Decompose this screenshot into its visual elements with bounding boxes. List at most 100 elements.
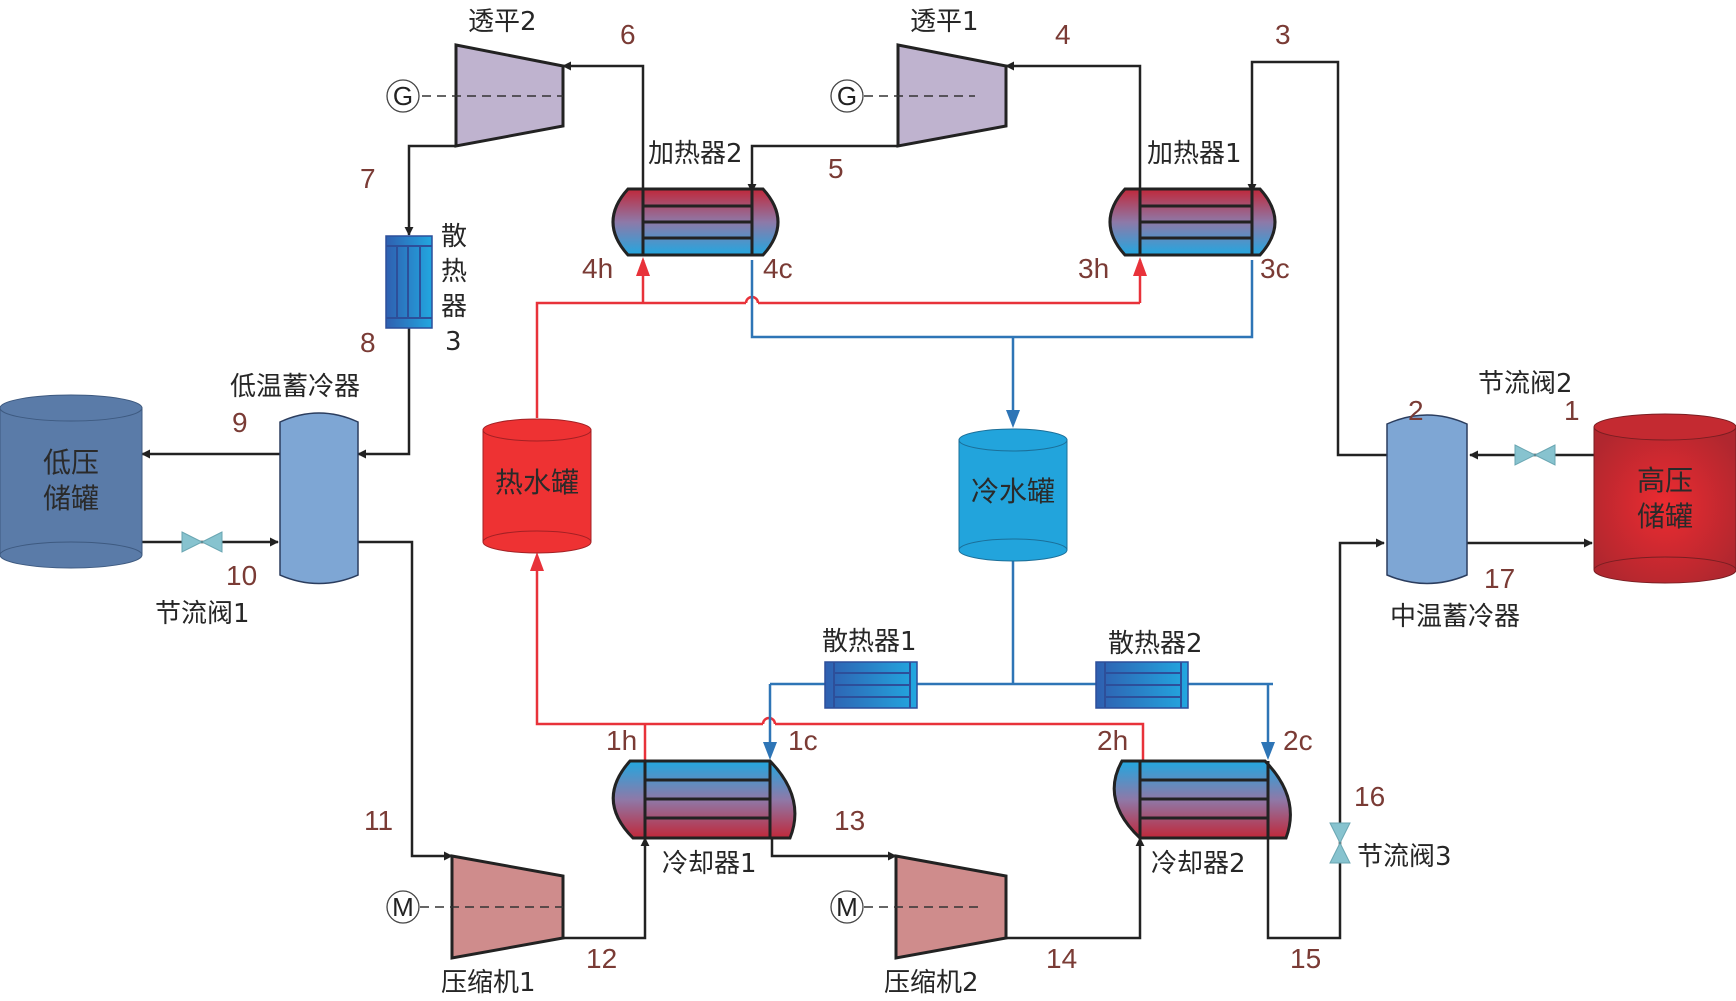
state-point-13: 13 [834,805,865,836]
state-point-15: 15 [1290,943,1321,974]
pipe-15-16 [1266,538,1385,940]
compressor-1-label: 压缩机1 [441,968,536,998]
state-point-8: 8 [360,327,376,358]
radiator-2[interactable] [1095,661,1189,709]
state-point-16: 16 [1354,781,1385,812]
turbine-2[interactable]: G [386,43,565,148]
motor-symbol: M [392,892,414,922]
turbine-1[interactable]: G [830,43,1008,148]
cold-water-return [750,260,1254,420]
tank-label-line1: 低压 [43,446,99,479]
state-point-6: 6 [620,19,636,50]
heater-2-label: 加热器2 [648,139,743,169]
state-point-11: 11 [364,805,393,836]
state-point-3h: 3h [1078,253,1109,284]
state-point-2: 2 [1408,395,1424,426]
heater-2[interactable] [611,187,780,257]
motor-symbol: M [836,892,858,922]
hot-arrows [530,257,1147,571]
turbine-1-label: 透平1 [910,7,979,37]
radiator-1[interactable] [824,661,918,709]
pipe-14 [1006,837,1145,940]
low-pressure-tank[interactable]: 低压 储罐 [0,394,143,569]
state-point-3: 3 [1275,19,1291,50]
compressor-2[interactable]: M [830,854,1008,960]
low-temp-cold-storage[interactable] [279,412,359,585]
state-point-10: 10 [226,560,257,591]
motor-icon [830,890,864,924]
radiator-3[interactable] [385,235,433,329]
state-point-14: 14 [1046,943,1077,974]
generator-symbol: G [393,81,413,111]
pipe-12 [563,837,650,940]
throttle-1-label: 节流阀1 [155,599,250,629]
state-point-12: 12 [586,943,617,974]
throttle-3-label: 节流阀3 [1357,842,1452,872]
hot-water-return [535,556,1145,760]
state-point-labels: 2 1 3 4 5 6 7 8 9 10 11 12 13 14 15 16 1… [226,19,1580,974]
cooler-2-label: 冷却器2 [1151,849,1246,879]
generator-icon [386,79,420,113]
air-pipes [141,60,1594,940]
state-point-2h: 2h [1097,725,1128,756]
pipe-8 [357,328,411,459]
throttle-valve-2[interactable] [1514,444,1556,466]
state-point-4h: 4h [582,253,613,284]
pipe-11 [358,540,453,861]
radiator-3-label-c1: 散 [441,222,467,252]
compressor-1[interactable]: M [386,854,565,960]
radiator-3-label-c2: 热 [441,257,467,287]
tank-label-line1: 高压 [1637,464,1693,497]
throttle-2-label: 节流阀2 [1478,369,1573,399]
turbine-2-label: 透平2 [468,7,537,37]
throttle-valve-3[interactable] [1329,822,1351,864]
state-point-1h: 1h [606,725,637,756]
cooler-1[interactable] [611,759,797,840]
radiator-1-label: 散热器1 [822,627,917,657]
mid-temp-cold-storage[interactable] [1386,414,1468,585]
component-labels: 透平2 透平1 加热器2 加热器1 散 热 器 3 低温蓄冷器 中温蓄冷器 节流… [155,7,1573,998]
hot-water-pipes [535,260,1145,760]
tank-label-line2: 储罐 [1637,500,1693,533]
pipe-4 [1005,61,1142,192]
pipe-6 [562,61,645,192]
cold-water-tank[interactable]: 冷水罐 [958,428,1068,562]
state-point-5: 5 [828,153,844,184]
cold-water-tank-label: 冷水罐 [971,475,1055,508]
heater-1[interactable] [1108,187,1277,257]
state-point-4c: 4c [763,253,793,284]
pipe-5 [747,144,898,193]
radiator-3-label-c4: 3 [445,327,462,357]
pipe-7 [404,144,456,236]
generator-symbol: G [837,81,857,111]
cooler-1-label: 冷却器1 [662,849,757,879]
state-point-17: 17 [1484,563,1515,594]
state-point-4: 4 [1055,19,1071,50]
pipe-13 [770,838,897,861]
hot-water-tank[interactable]: 热水罐 [482,418,592,554]
throttle-valve-1[interactable] [181,531,223,553]
radiator-2-label: 散热器2 [1108,629,1203,659]
state-point-9: 9 [232,407,248,438]
generator-icon [830,79,864,113]
state-point-1: 1 [1564,395,1580,426]
radiator-3-label-c3: 器 [441,292,467,322]
high-pressure-tank[interactable]: 高压 储罐 [1593,413,1736,584]
state-point-1c: 1c [788,725,818,756]
hot-water-tank-label: 热水罐 [495,466,579,499]
mid-temp-cold-storage-label: 中温蓄冷器 [1390,602,1520,632]
motor-icon [386,890,420,924]
cooler-2[interactable] [1112,759,1292,840]
pipe-3 [1247,60,1395,457]
cold-arrows [763,410,1275,760]
state-point-7: 7 [360,163,376,194]
cold-water-pipes [750,260,1273,750]
state-point-3c: 3c [1260,253,1290,284]
state-point-2c: 2c [1283,725,1313,756]
low-temp-cold-storage-label: 低温蓄冷器 [230,372,360,402]
hot-water-supply [535,260,1142,418]
tank-label-line2: 储罐 [43,482,99,515]
compressor-2-label: 压缩机2 [884,968,979,998]
cold-water-supply [768,556,1273,750]
